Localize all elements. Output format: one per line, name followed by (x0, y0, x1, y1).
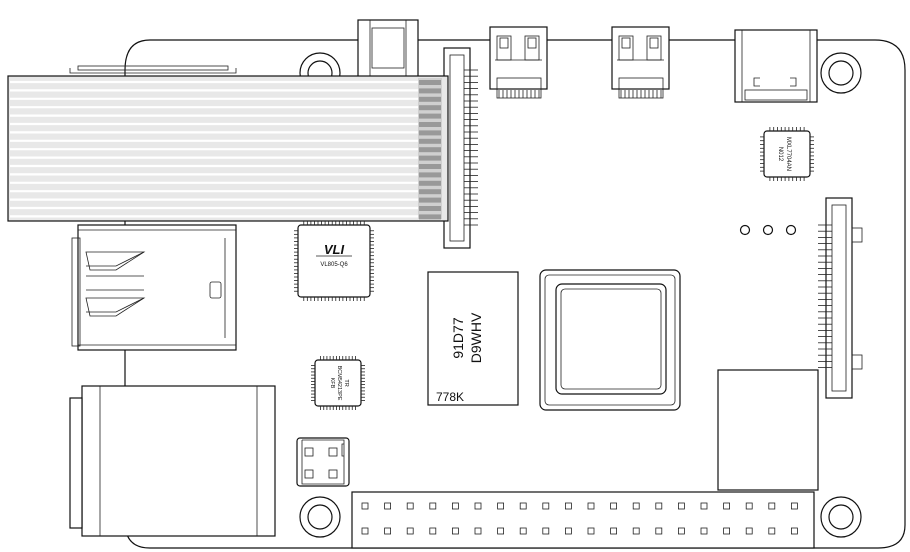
usb-controller-part: VL805-Q6 (320, 262, 348, 268)
mounting-hole-top-right (820, 52, 862, 94)
phy-label-1: BCM54213PE (336, 366, 342, 401)
micro-hdmi-port-2 (611, 26, 670, 99)
poe-header (296, 437, 350, 487)
ethernet-port (69, 385, 276, 537)
wireless-module (717, 369, 819, 491)
usb-c-power-port (734, 29, 818, 103)
camera-connector (443, 47, 478, 249)
phy-label-2: KFB (329, 378, 335, 389)
audio-jack (357, 19, 419, 86)
mounting-hole-bottom-right (820, 496, 862, 538)
usb-port-stack (71, 224, 237, 351)
ram-label-1: 91D77 (450, 317, 466, 358)
phy-label-3: TR (343, 379, 349, 386)
ram-label-2: D9WHV (468, 312, 484, 363)
pmic-label-2: N012 (777, 147, 783, 162)
pmic-chip: MXL7704AN N012 (760, 127, 814, 181)
ethernet-phy-chip: BCM54213PE KFB TR (311, 356, 365, 410)
ram-chip: 91D77 D9WHV 778K (427, 271, 519, 406)
micro-hdmi-port-1 (489, 26, 548, 99)
ribbon-cable (7, 65, 449, 222)
display-connector (818, 197, 863, 399)
mounting-hole-bottom-left (299, 496, 341, 538)
soc-chip (539, 269, 681, 411)
usb-controller-logo: VLI (324, 242, 345, 257)
ram-label-3: 778K (436, 390, 464, 404)
gpio-header (351, 491, 815, 549)
usb-controller-chip: VLI VL805-Q6 (294, 221, 374, 301)
board-outline (124, 39, 906, 549)
status-leds (739, 224, 797, 236)
pmic-label-1: MXL7704AN (785, 137, 791, 171)
